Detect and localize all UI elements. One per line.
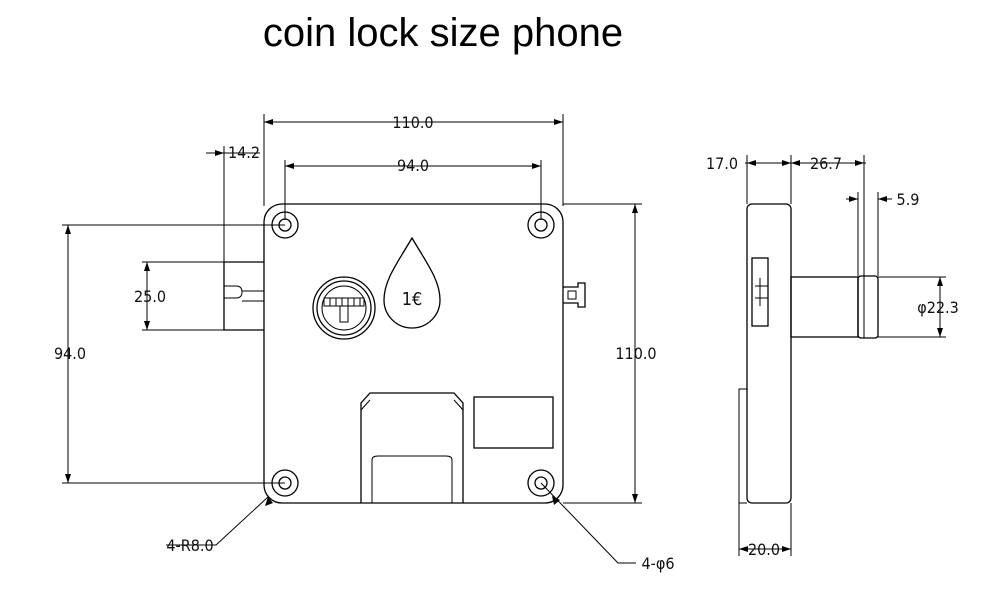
dim-hole-spacing-h: 94.0 (397, 156, 429, 175)
dim-side-thickness: 17.0 (706, 154, 738, 173)
side-body (746, 203, 792, 504)
dim-offset-left: 14.2 (228, 143, 260, 162)
lock-plate (263, 203, 564, 504)
bolt-block (360, 392, 464, 503)
label-window (473, 396, 554, 449)
dim-overall-height: 110.0 (615, 344, 656, 363)
bolt-housing (223, 261, 264, 331)
side-view (738, 203, 879, 504)
dim-hole-diameter: 4-φ6 (642, 554, 675, 573)
dim-cylinder-diameter: φ22.3 (917, 298, 959, 317)
coin-label: 1€ (402, 289, 423, 310)
cylinder-body (790, 276, 859, 338)
side-bolt (751, 257, 769, 327)
front-view: 1€ (223, 203, 586, 504)
cylinder-cap (857, 275, 879, 339)
dim-corner-radius: 4-R8.0 (166, 536, 213, 555)
dim-cylinder-length: 26.7 (810, 154, 842, 173)
arrowheads (65, 119, 943, 552)
side-dimensions: 17.0 26.7 5.9 φ22.3 20.0 (706, 154, 959, 559)
page-title: coin lock size phone (263, 11, 623, 55)
bolt-lines (242, 290, 264, 302)
dim-cap-thickness: 5.9 (897, 190, 920, 209)
dim-overall-width: 110.0 (392, 113, 433, 132)
front-dimensions: 110.0 94.0 14.2 25.0 94.0 110.0 4-R8.0 4… (54, 113, 675, 573)
dim-base-width: 20.0 (748, 540, 780, 559)
dim-hole-spacing-v: 94.0 (54, 344, 86, 363)
dim-slot-height: 25.0 (134, 287, 166, 306)
latch (563, 282, 586, 308)
keyhole-cylinder (312, 276, 376, 340)
coin-slot (383, 236, 441, 329)
bolt-slot (224, 285, 243, 299)
